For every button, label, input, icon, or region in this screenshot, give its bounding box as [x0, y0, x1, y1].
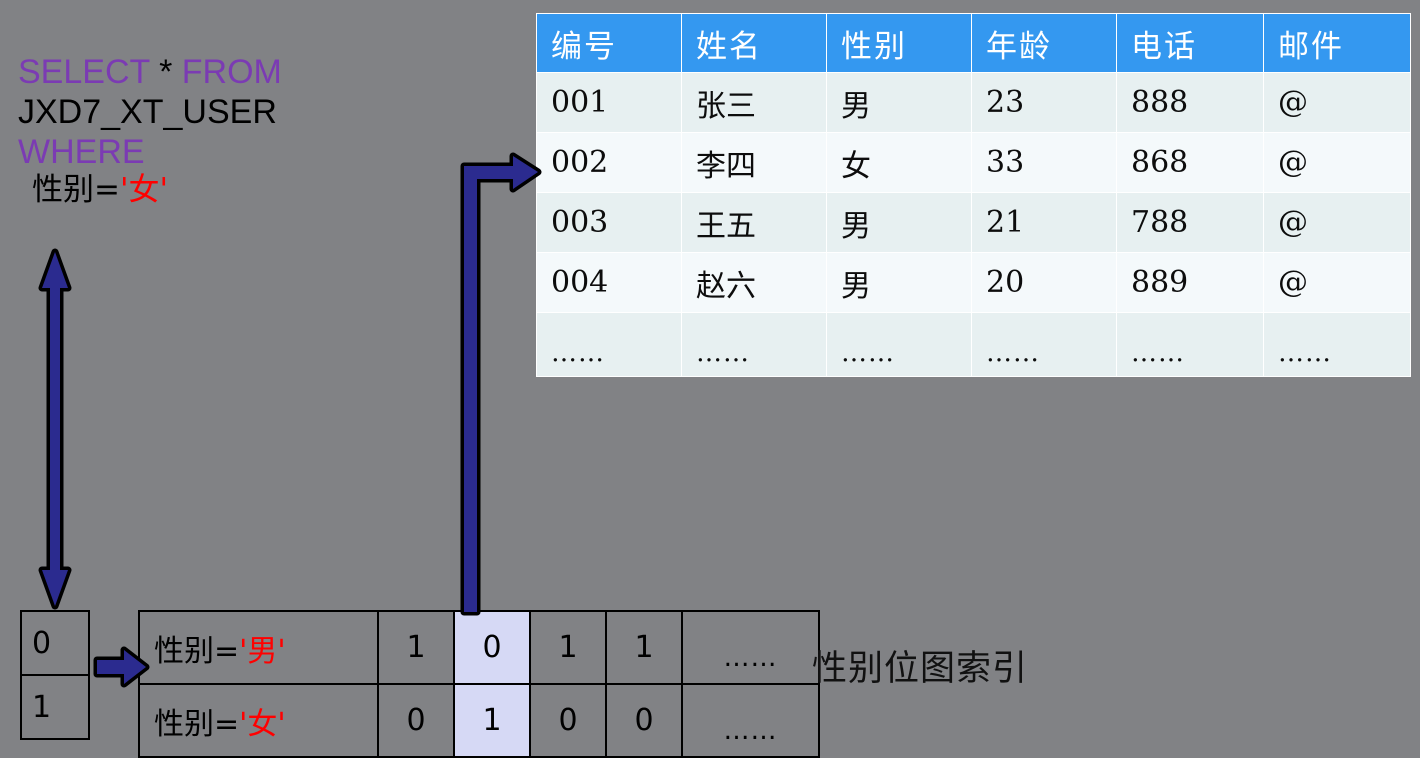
- cell-id: 004: [537, 253, 681, 312]
- bitmap-predicate-female: 性别='女': [138, 683, 379, 758]
- cell-name: 李四: [682, 133, 826, 192]
- sql-keyword-select: SELECT: [18, 53, 150, 91]
- bitmap-index-caption: 性别位图索引: [812, 649, 1029, 689]
- bitmap-row-male: 性别='男' 1 0 1 1 ……: [138, 610, 820, 685]
- bitmap-row-female: 性别='女' 0 1 0 0 ……: [138, 683, 820, 758]
- bitmap-index-table: 性别='男' 1 0 1 1 …… 性别='女' 0 1 0 0 ……: [138, 610, 820, 758]
- cell-phone: 888: [1117, 73, 1263, 132]
- user-data-table: 编号 姓名 性别 年龄 电话 邮件 001 张三 男 23 888 @ 002 …: [536, 13, 1411, 377]
- bitmap-predicate-value: '女': [239, 706, 286, 742]
- bitmap-predicate-male: 性别='男': [138, 610, 379, 685]
- cell-name: 王五: [682, 193, 826, 252]
- bitmap-key-column: 0 1: [20, 610, 90, 740]
- bitmap-key-value-1: 1: [20, 674, 90, 740]
- bitmap-bit-female-1: 1: [453, 683, 531, 758]
- cell-id: 002: [537, 133, 681, 192]
- bitmap-tail-male: ……: [681, 610, 820, 685]
- sql-line-where: WHERE: [18, 135, 518, 169]
- cell-mail: @: [1264, 193, 1410, 252]
- cell-age: 20: [972, 253, 1116, 312]
- cell-phone: 788: [1117, 193, 1263, 252]
- bitmap-bit-female-3: 0: [605, 683, 683, 758]
- sql-condition-field: 性别=: [32, 172, 120, 208]
- bitmap-bit-male-0: 1: [377, 610, 455, 685]
- cell-sex: 女: [827, 133, 971, 192]
- cell-id-ellipsis: ……: [537, 313, 681, 376]
- bitmap-key-value-0: 0: [20, 610, 90, 676]
- cell-mail: @: [1264, 133, 1410, 192]
- table-row: 003 王五 男 21 788 @: [537, 193, 1410, 252]
- cell-name: 张三: [682, 73, 826, 132]
- column-header-phone: 电话: [1117, 14, 1263, 72]
- where-clause-to-bitmap-arrow: [38, 248, 72, 610]
- sql-keyword-from: FROM: [181, 53, 282, 91]
- cell-mail: @: [1264, 253, 1410, 312]
- cell-sex: 男: [827, 253, 971, 312]
- cell-sex: 男: [827, 193, 971, 252]
- bitmap-key-row: 1: [20, 674, 90, 740]
- cell-name: 赵六: [682, 253, 826, 312]
- cell-phone: 868: [1117, 133, 1263, 192]
- cell-name-ellipsis: ……: [682, 313, 826, 376]
- bitmap-bit-male-1: 0: [453, 610, 531, 685]
- column-header-mail: 邮件: [1264, 14, 1410, 72]
- table-row: 001 张三 男 23 888 @: [537, 73, 1410, 132]
- bitmap-bit-male-2: 1: [529, 610, 607, 685]
- cell-mail: @: [1264, 73, 1410, 132]
- sql-query-block: SELECT * FROM JXD7_XT_USER WHERE 性别='女': [18, 55, 518, 212]
- column-header-id: 编号: [537, 14, 681, 72]
- cell-id: 001: [537, 73, 681, 132]
- table-row-ellipsis: …… …… …… …… …… ……: [537, 313, 1410, 376]
- column-header-sex: 性别: [827, 14, 971, 72]
- table-header-row: 编号 姓名 性别 年龄 电话 邮件: [537, 14, 1410, 72]
- cell-age: 23: [972, 73, 1116, 132]
- cell-age: 21: [972, 193, 1116, 252]
- sql-keyword-where: WHERE: [18, 133, 145, 171]
- cell-sex-ellipsis: ……: [827, 313, 971, 376]
- cell-phone-ellipsis: ……: [1117, 313, 1263, 376]
- cell-id: 003: [537, 193, 681, 252]
- bitmap-predicate-field: 性别=: [154, 706, 240, 742]
- sql-line-condition: 性别='女': [18, 175, 518, 206]
- cell-phone: 889: [1117, 253, 1263, 312]
- column-header-age: 年龄: [972, 14, 1116, 72]
- cell-age-ellipsis: ……: [972, 313, 1116, 376]
- sql-table-name: JXD7_XT_USER: [18, 93, 277, 131]
- bitmap-tail-female: ……: [681, 683, 820, 758]
- table-row: 002 李四 女 33 868 @: [537, 133, 1410, 192]
- bitmap-bit-to-row-arrow: [460, 152, 542, 616]
- bitmap-bit-female-2: 0: [529, 683, 607, 758]
- bitmap-bit-male-3: 1: [605, 610, 683, 685]
- sql-line-select: SELECT * FROM: [18, 55, 518, 89]
- bitmap-predicate-value: '男': [239, 633, 286, 669]
- sql-condition-value: '女': [119, 172, 169, 208]
- table-row: 004 赵六 男 20 889 @: [537, 253, 1410, 312]
- sql-star: *: [149, 53, 182, 91]
- cell-mail-ellipsis: ……: [1264, 313, 1410, 376]
- column-header-name: 姓名: [682, 14, 826, 72]
- bitmap-bit-female-0: 0: [377, 683, 455, 758]
- cell-sex: 男: [827, 73, 971, 132]
- bitmap-key-row: 0: [20, 610, 90, 676]
- bitmap-predicate-field: 性别=: [154, 633, 240, 669]
- cell-age: 33: [972, 133, 1116, 192]
